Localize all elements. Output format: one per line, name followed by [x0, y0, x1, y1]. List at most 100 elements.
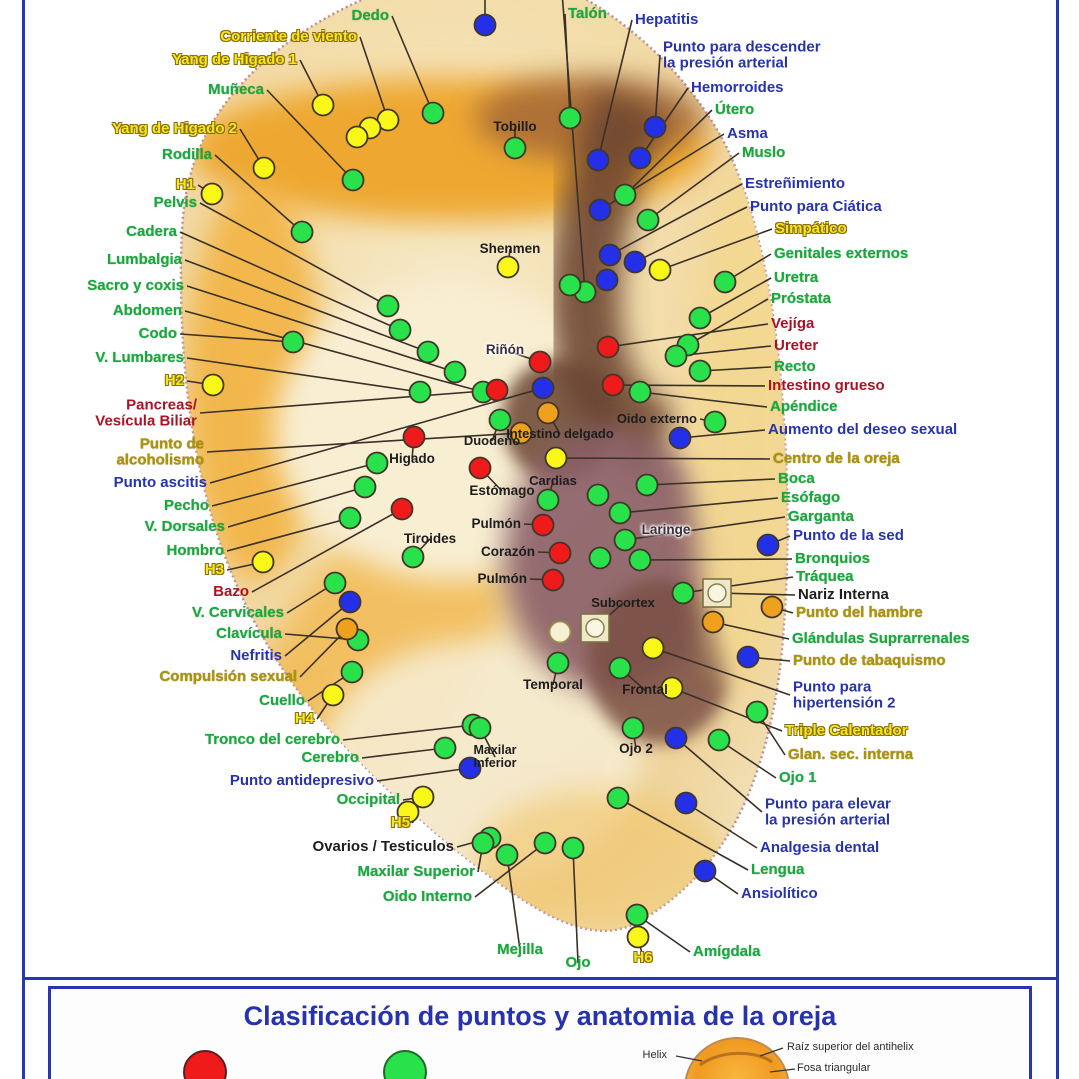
point-dot	[628, 380, 652, 404]
point-dot	[586, 483, 610, 507]
connector-line	[659, 228, 773, 271]
mini-ear-label-helix: Helix	[642, 1049, 667, 1061]
point-dot	[390, 497, 414, 521]
point-dot	[408, 380, 432, 404]
point-dot	[703, 410, 727, 434]
point-dot	[668, 426, 692, 450]
point-dot	[544, 446, 568, 470]
point-dot	[458, 756, 482, 780]
point-dot	[595, 268, 619, 292]
connector-line	[474, 842, 546, 898]
point-dot	[596, 335, 620, 359]
point-dot	[626, 925, 650, 949]
legend-dot-red	[183, 1050, 227, 1079]
connector-line	[647, 152, 740, 221]
point-dot	[531, 376, 555, 400]
point-dot	[468, 456, 492, 480]
connector-line	[211, 462, 378, 507]
connector-line	[199, 202, 389, 307]
frame-left-border	[22, 0, 25, 1079]
point-dot	[533, 831, 557, 855]
point-dot	[443, 360, 467, 384]
point-dot	[648, 258, 672, 282]
point-dot	[485, 378, 509, 402]
point-dot	[625, 903, 649, 927]
chart-bottom-border	[22, 977, 1059, 980]
connector-line	[685, 802, 758, 849]
point-dot	[473, 13, 497, 37]
connector-line	[209, 387, 544, 484]
connector-line	[555, 457, 771, 460]
point-dot	[701, 610, 725, 634]
point-dot	[561, 836, 585, 860]
point-dot	[335, 617, 359, 641]
connector-line	[359, 36, 389, 121]
point-dot	[471, 831, 495, 855]
point-dot	[388, 318, 412, 342]
point-dot	[290, 220, 314, 244]
connector-line	[376, 767, 471, 782]
connector-line	[227, 486, 366, 528]
point-dot	[636, 208, 660, 232]
point-dot	[509, 421, 533, 445]
connector-line	[184, 310, 484, 393]
point-dot	[536, 488, 560, 512]
connector-line	[639, 558, 793, 561]
frame-right-border	[1056, 0, 1059, 1079]
point-dot	[643, 115, 667, 139]
connector-line	[699, 277, 772, 319]
point-dot	[601, 373, 625, 397]
point-dot	[548, 541, 572, 565]
point-dot	[338, 506, 362, 530]
legend-mini-ear	[675, 1037, 796, 1079]
connector-line	[561, 0, 586, 293]
connector-line	[619, 497, 779, 514]
point-dot	[200, 182, 224, 206]
point-dot	[693, 859, 717, 883]
point-dot	[323, 571, 347, 595]
point-dot	[664, 726, 688, 750]
point-dot	[671, 581, 695, 605]
connector-line	[179, 231, 401, 331]
connector-line	[214, 154, 303, 233]
connector-line	[699, 366, 772, 372]
point-dot	[688, 306, 712, 330]
point-dot	[468, 716, 492, 740]
point-dot	[664, 344, 688, 368]
connector-line	[624, 109, 713, 196]
connector-line	[266, 89, 354, 181]
connector-line	[646, 478, 776, 486]
point-dot	[496, 255, 520, 279]
point-dot	[411, 785, 435, 809]
point-dot	[311, 93, 335, 117]
point-dot	[488, 408, 512, 432]
boxed-point-inner	[707, 583, 727, 603]
point-dot	[531, 513, 555, 537]
point-dot	[588, 198, 612, 222]
point-dot	[503, 136, 527, 160]
connector-line	[342, 724, 474, 741]
point-dot	[606, 786, 630, 810]
point-dot	[736, 645, 760, 669]
point-dot	[641, 636, 665, 660]
point-dot	[353, 475, 377, 499]
point-dot	[628, 548, 652, 572]
connector-line	[609, 183, 743, 256]
point-dot	[536, 401, 560, 425]
point-dot	[396, 800, 420, 824]
connector-line	[652, 647, 791, 696]
point-dot	[635, 473, 659, 497]
point-dot	[558, 106, 582, 130]
legend-title: Clasificación de puntos y anatomia de la…	[243, 1001, 837, 1031]
legend-dot-green	[383, 1050, 427, 1079]
connector-line	[634, 206, 748, 263]
point-dot	[433, 736, 457, 760]
connector-line	[617, 797, 749, 871]
point-dot	[401, 545, 425, 569]
connector-line	[682, 576, 794, 594]
point-dot	[251, 550, 275, 574]
connector-line	[206, 432, 522, 453]
connector-line	[679, 429, 766, 439]
